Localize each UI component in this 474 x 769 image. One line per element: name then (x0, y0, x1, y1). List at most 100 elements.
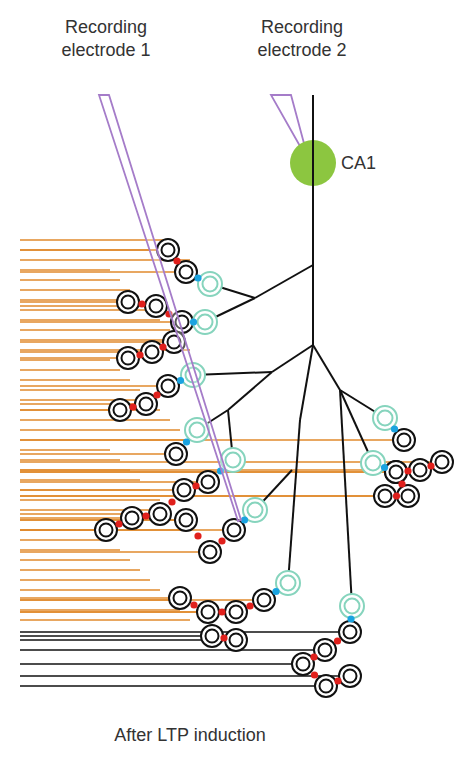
bouton-inner (414, 464, 427, 477)
axon-line (20, 539, 110, 541)
axon-line (20, 385, 168, 387)
soma-fill (290, 140, 336, 186)
spine-inner (248, 503, 263, 518)
bouton-outer (165, 443, 187, 465)
synapse-dot (194, 532, 201, 539)
axon-line (20, 439, 190, 441)
synapse-dot (334, 637, 341, 644)
axon-line (20, 289, 130, 291)
bouton-inner (230, 634, 243, 647)
axon-line (20, 369, 120, 371)
synapse-dot (311, 671, 318, 678)
dendrite-branch (272, 345, 313, 372)
bouton-outer (95, 519, 117, 541)
bouton-inner (174, 592, 187, 605)
axon-line (20, 321, 182, 323)
bouton-outer (109, 399, 131, 421)
synapse-dot (153, 391, 160, 398)
bouton-inner (146, 346, 159, 359)
synapse-dot (190, 318, 197, 325)
axon-line (20, 495, 408, 497)
axon-line (20, 663, 303, 665)
dendrite-branch (340, 390, 352, 606)
bouton-outer (199, 541, 221, 563)
bouton-outer (385, 461, 407, 483)
bouton-inner (140, 398, 153, 411)
synapse-dot (138, 300, 145, 307)
bouton-inner (122, 296, 135, 309)
synapse-dot (173, 257, 180, 264)
bouton-outer (173, 479, 195, 501)
axon-line (20, 509, 170, 511)
synapse-dot (381, 464, 388, 471)
bouton-outer (225, 601, 247, 623)
synapse-dot (159, 343, 166, 350)
axon-line (20, 549, 120, 551)
spine-inner (226, 453, 241, 468)
synapse-dot (347, 615, 354, 622)
electrode-label: Recording electrode 2 (232, 16, 372, 63)
bouton-outer (339, 665, 361, 687)
bouton-inner (100, 524, 113, 537)
bouton-inner (206, 630, 219, 643)
bouton-outer (393, 429, 415, 451)
bouton-outer (409, 459, 431, 481)
bouton-inner (154, 508, 167, 521)
axon-line (20, 599, 264, 601)
dendrite-branch (228, 372, 272, 410)
bouton-outer (223, 519, 245, 541)
dendrite-branch (288, 420, 300, 583)
axon-line (20, 589, 160, 591)
spine-inner (198, 315, 213, 330)
bouton-outer (175, 509, 197, 531)
synapse-dot (192, 482, 199, 489)
spine-inner (281, 576, 296, 591)
axon-line (20, 495, 385, 497)
spine-inner (366, 456, 381, 471)
synapse-dot (136, 351, 143, 358)
axon-line (20, 419, 170, 421)
axon-line (20, 301, 128, 303)
axon-hillock (312, 139, 314, 187)
bouton-inner (344, 670, 357, 683)
dendrite-branch (255, 265, 313, 298)
figure-caption: After LTP induction (60, 724, 320, 747)
synapse-dot (393, 492, 400, 499)
axon-line (20, 449, 110, 451)
axon-line (20, 339, 180, 341)
axon-line (20, 685, 326, 687)
electrode-label: Recording electrode 1 (36, 16, 176, 63)
bouton-inner (162, 380, 175, 393)
axon-line (20, 359, 110, 361)
bouton-outer (141, 341, 163, 363)
axon-line (20, 469, 130, 471)
synapse-dot (142, 512, 149, 519)
synapse-dot (427, 462, 434, 469)
axon-line (20, 499, 160, 501)
synapse-dot (218, 537, 225, 544)
bouton-outer (253, 589, 275, 611)
dendrite-branch (313, 345, 340, 390)
axon-line (20, 489, 150, 491)
axon-line (20, 631, 350, 633)
cell-body: CA1 (289, 139, 337, 187)
spine-outer (198, 272, 222, 296)
bouton-inner (202, 606, 215, 619)
bouton-inner (180, 514, 193, 527)
axon-line (20, 399, 150, 401)
synapse-dot (404, 467, 411, 474)
synapse-dot (190, 601, 197, 608)
bouton-inner (230, 606, 243, 619)
axon-line (20, 379, 130, 381)
axon-line (20, 279, 120, 281)
synapse-dot (241, 516, 248, 523)
bouton-inner (150, 300, 163, 313)
bouton-inner (180, 266, 193, 279)
bouton-outer (397, 485, 419, 507)
bouton-outer (339, 621, 361, 643)
bouton-inner (297, 658, 310, 671)
synapse-dot (115, 520, 122, 527)
spine-inner (190, 423, 205, 438)
axon-line (20, 269, 110, 271)
